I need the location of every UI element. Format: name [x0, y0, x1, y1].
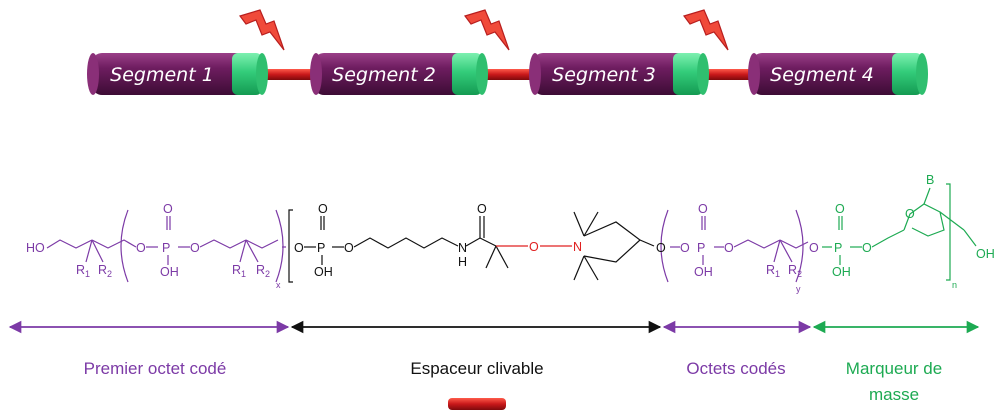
label-o-red: O [529, 240, 539, 254]
segment-1-label: Segment 1 [110, 64, 214, 86]
label-o: O [136, 241, 146, 255]
segment-4-label: Segment 4 [770, 64, 874, 86]
caption-spacer: Espaceur clivable [410, 359, 543, 378]
label-oh: OH [314, 265, 333, 279]
label-r1: R1 [766, 263, 780, 279]
label-o: O [318, 202, 328, 216]
lightning-bolt-icon [683, 9, 729, 51]
segment-3-label: Segment 3 [552, 64, 656, 86]
label-o: O [862, 241, 872, 255]
caption-octets: Octets codés [686, 359, 785, 378]
label-p: P [834, 241, 842, 255]
caption-first-octet: Premier octet codé [84, 359, 227, 378]
label-h: H [458, 255, 467, 269]
mass-tag-structure [822, 183, 977, 281]
segment-chain: Segment 1 Segment 2 Segment 3 Segment 4 [87, 9, 928, 95]
segment-3: Segment 3 [529, 53, 709, 95]
label-r1: R1 [76, 263, 90, 279]
label-sub-y: y [796, 284, 801, 294]
octets-structure [660, 209, 809, 283]
chem-labels: HO R1 R2 O P O OH O R1 R2 x O P O OH O N… [26, 173, 995, 294]
segment-2: Segment 2 [310, 53, 488, 95]
label-o: O [294, 241, 304, 255]
spacer-structure [288, 209, 655, 283]
segment-2-label: Segment 2 [332, 64, 436, 86]
label-o: O [656, 241, 666, 255]
label-p: P [317, 241, 325, 255]
label-o: O [680, 241, 690, 255]
label-o: O [344, 241, 354, 255]
label-r2: R2 [98, 263, 112, 279]
caption-mass-tag-line2: masse [869, 385, 919, 404]
label-ho: HO [26, 241, 45, 255]
label-r1: R1 [232, 263, 246, 279]
label-oh: OH [694, 265, 713, 279]
spacer-rod-2 [478, 69, 544, 80]
label-o: O [698, 202, 708, 216]
label-r2: R2 [788, 263, 802, 279]
segment-1: Segment 1 [87, 53, 268, 95]
label-p: P [697, 241, 705, 255]
label-p: P [162, 241, 170, 255]
label-sub-x: x [276, 280, 281, 290]
lightning-bolt-icon [239, 9, 285, 51]
spacer-rod-legend [448, 398, 506, 410]
label-o-ring: O [905, 207, 915, 221]
label-oh: OH [832, 265, 851, 279]
label-sub-n: n [952, 280, 957, 290]
label-o: O [809, 241, 819, 255]
label-o: O [163, 202, 173, 216]
label-o: O [835, 202, 845, 216]
label-o: O [477, 202, 487, 216]
label-o: O [724, 241, 734, 255]
label-oh-end: OH [976, 247, 995, 261]
label-n-red: N [573, 240, 582, 254]
spacer-rod-3 [697, 69, 763, 80]
segment-4: Segment 4 [748, 53, 928, 95]
label-b: B [926, 173, 934, 187]
chemical-structure [46, 183, 977, 283]
label-o: O [190, 241, 200, 255]
lightning-bolt-icon [464, 9, 510, 51]
spacer-rod-1 [258, 69, 324, 80]
label-n: N [458, 241, 467, 255]
first-octet-structure [46, 209, 286, 283]
label-oh: OH [160, 265, 179, 279]
caption-mass-tag-line1: Marqueur de [846, 359, 942, 378]
label-r2: R2 [256, 263, 270, 279]
